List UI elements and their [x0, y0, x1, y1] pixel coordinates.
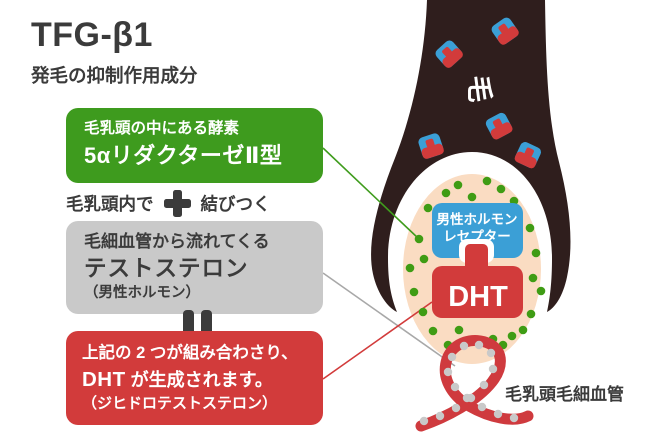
- papilla-dot: [453, 180, 463, 190]
- blood-cell-dot: [493, 409, 503, 419]
- papilla-dot: [528, 273, 538, 283]
- blood-cells-layer: [419, 340, 519, 426]
- dht-receptor-complex-icon: [491, 17, 519, 45]
- blood-cell-dot: [462, 393, 472, 403]
- combine-suffix-label: 結びつく: [200, 193, 271, 214]
- papilla-dot: [518, 325, 528, 335]
- blood-cell-dot: [477, 402, 487, 412]
- enzyme-box-line2: 5αリダクターゼⅡ型: [84, 142, 283, 168]
- papilla-dot: [536, 286, 546, 296]
- hair-follicle-shape: [371, 0, 571, 312]
- papilla-dot: [409, 287, 419, 297]
- papilla-dot: [423, 203, 433, 213]
- dht-receptor-complex-icon: [485, 112, 513, 140]
- plus-icon: [163, 189, 191, 217]
- receptor-label-line2: レセプター: [443, 229, 511, 244]
- blood-cell-dot: [419, 416, 429, 426]
- papilla-dot: [526, 309, 536, 319]
- receptor-label-line1: 男性ホルモン: [437, 211, 518, 227]
- papilla-dot: [441, 188, 451, 198]
- dht-receptor-complex-icon: [435, 40, 463, 68]
- enzyme-box: 毛乳頭の中にある酵素 5αリダクターゼⅡ型: [66, 108, 323, 183]
- testosterone-connector-line: [322, 272, 456, 367]
- enzyme-connector-line: [322, 147, 420, 240]
- blood-cell-dot: [435, 411, 445, 421]
- androgen-receptor-box: [432, 203, 523, 258]
- papilla-dot: [414, 234, 424, 244]
- blood-cell-dot: [479, 380, 489, 390]
- testosterone-box-line3: （男性ホルモン）: [84, 285, 200, 302]
- dht-result-line2: DHT が生成されます。: [82, 366, 317, 394]
- blood-cell-dot: [459, 341, 469, 351]
- blood-cell-dot: [450, 382, 460, 392]
- blood-cell-dot: [447, 352, 457, 362]
- papilla-dot: [525, 223, 535, 233]
- dht-result-line3: （ジヒドロテストステロン）: [82, 394, 278, 412]
- dht-receptor-complex-icon: [514, 142, 541, 169]
- capillary-label: 毛乳頭毛細血管: [505, 385, 624, 404]
- enzyme-box-line1: 毛乳頭の中にある酵素: [84, 120, 240, 137]
- papilla-dot: [418, 307, 428, 317]
- dht-result-line1: 上記の 2 つが組み合わさり、: [82, 344, 298, 362]
- papilla-dots-layer: [405, 176, 546, 350]
- blood-cell-dot: [488, 364, 498, 374]
- dht-molecule-box: [432, 266, 523, 318]
- blood-cell-dot: [474, 340, 484, 350]
- papilla-dot: [482, 176, 492, 186]
- dht-receptor-complex-icon: [418, 133, 444, 159]
- complex-icons-layer: [418, 17, 541, 169]
- papilla-dot: [507, 331, 517, 341]
- papilla-dot: [496, 184, 506, 194]
- papilla-dot: [428, 326, 438, 336]
- blood-cell-dot: [486, 348, 496, 358]
- page-subtitle: 発毛の抑制作用成分: [31, 65, 198, 86]
- papilla-dot: [467, 192, 477, 202]
- dht-rest-label: が生成されます。: [125, 370, 273, 391]
- capillary-loop: [415, 335, 534, 432]
- blood-cell-dot: [509, 413, 519, 423]
- papilla-dot: [531, 248, 541, 258]
- papilla-dot: [419, 254, 429, 264]
- testosterone-box: 毛細血管から流れてくる テストステロン （男性ホルモン）: [66, 221, 323, 314]
- combine-prefix-label: 毛乳頭内で: [66, 193, 154, 214]
- testosterone-box-line1: 毛細血管から流れてくる: [84, 232, 270, 251]
- page-title: TFG-β1: [31, 16, 153, 54]
- testosterone-box-line2: テストステロン: [84, 255, 249, 281]
- papilla-dot: [454, 325, 464, 335]
- combine-row: 毛乳頭内で 結びつく: [66, 188, 271, 218]
- dht-result-box: 上記の 2 つが組み合わさり、 DHT が生成されます。 （ジヒドロテストステロ…: [66, 331, 323, 425]
- dht-tab: [465, 244, 488, 271]
- equals-icon: [183, 310, 212, 337]
- dht-label: DHT: [448, 281, 508, 313]
- blood-cell-dot: [443, 367, 453, 377]
- papilla-dot: [405, 263, 415, 273]
- dht-strong-label: DHT: [82, 368, 126, 392]
- blood-cell-dot: [451, 403, 461, 413]
- dht-connector-line: [322, 301, 433, 380]
- hair-shaft-label: 毛: [464, 76, 494, 103]
